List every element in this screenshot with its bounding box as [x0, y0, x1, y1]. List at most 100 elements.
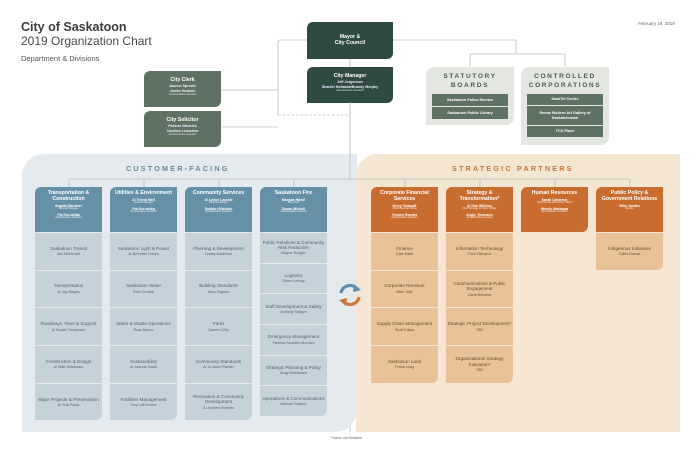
department-assistant-name: Wendy Marlapaz	[540, 206, 569, 211]
division-lead-name: Wayne Rodger	[281, 251, 306, 256]
division-title: Water & Waste Operations	[116, 321, 171, 327]
division-title: Community Standards	[195, 358, 242, 364]
division-lead-name: Russ Munro	[133, 327, 154, 332]
division-title: Recreation & Community Development	[192, 393, 245, 405]
department-title: Human Resources	[531, 190, 578, 196]
controlled-corporations-title-line2: CORPORATIONS	[528, 81, 602, 89]
footnote: *Name not finalized	[331, 436, 363, 440]
department-assistant-role: Administrative Assistant	[205, 210, 232, 213]
division-title: Operations & Communications	[262, 395, 325, 401]
chart-date: February 19, 2019	[638, 21, 675, 26]
city-clerk-name: Joanne Sproule	[169, 84, 196, 88]
department-head-name: Kerry Tarasoff	[392, 203, 417, 208]
division-title: Strategic Project Development*	[447, 321, 512, 327]
city-solicitor-assistant-role: Administrative Assistant	[168, 133, 197, 137]
chart-title: City of Saskatoon	[21, 20, 127, 34]
department-assistant-name: Yvonne Brooks	[391, 212, 418, 217]
division-title: Parks	[212, 321, 225, 327]
department-head-role: Fire Chief	[288, 201, 299, 204]
division-title: Sustainability	[129, 358, 158, 364]
division-lead-name: Reid Corbett	[133, 289, 154, 294]
city-clerk-box: City Clerk Joanne Sproule Janice Hudson …	[144, 71, 221, 107]
department-head-name: Sarah Cameron	[541, 197, 568, 202]
department-head-name: A/ Trevor Bell	[132, 197, 155, 202]
department-assistant-name: Susan Michell	[281, 206, 306, 211]
chart-header: City of Saskatoon 2019 Organization Char…	[21, 20, 152, 63]
division-lead-name: Lesley Anderson	[204, 252, 233, 257]
controlled-corporation-item: Remai Modern Art Gallery of Saskatchewan	[527, 106, 603, 125]
department-title: Transportation & Construction	[47, 190, 90, 202]
chart-section: Department & Divisions	[21, 54, 100, 63]
division-lead-name: Gilles Dorval	[619, 252, 640, 257]
department-head-role: Chief Human Resources Officer	[536, 201, 573, 204]
department-assistant-name: Pia Korushka	[57, 212, 80, 217]
city-solicitor-name: Patricia Warwick	[168, 124, 197, 128]
division-lead-name: A/ Jay Magus	[57, 289, 80, 294]
division-lead-name: TBD	[475, 367, 484, 372]
division-lead-name: A/ Rob Frank	[57, 402, 80, 407]
department-head-name: A/ Dan Willems	[466, 203, 493, 208]
controlled-corporation-item: SaskTel Centre	[527, 94, 603, 105]
division-title: Saskatoon Land	[387, 358, 422, 364]
division-title: Supply Chain Management	[376, 321, 433, 327]
city-solicitor-title: City Solicitor	[166, 117, 199, 123]
department-title: Strategy & Transformation*	[459, 190, 500, 202]
department-title: Community Services	[192, 190, 245, 196]
division-lead-name: TBD	[475, 327, 484, 332]
division-lead-name: Kara Fagnou	[207, 289, 230, 294]
division-lead-name: A/ Jo-Anne Richter	[203, 365, 234, 370]
division-title: Building Standards	[199, 283, 238, 289]
division-box: Public Relations & Community Risk Reduct…	[260, 233, 327, 263]
division-title: Finance	[396, 245, 413, 251]
division-lead-name: A/ Brendan Lemke	[128, 252, 159, 257]
department-head-role: Chief Financial Officer	[392, 206, 417, 210]
division-title: Roadways, Fleet & Support	[40, 321, 97, 327]
division-lead-name: Darren Crilly	[208, 327, 229, 332]
controlled-corporations-title-line1: CONTROLLED	[534, 73, 596, 80]
statutory-boards-title-line2: BOARDS	[450, 81, 490, 89]
controlled-corporations-panel: CONTROLLED CORPORATIONS SaskTel Centre R…	[521, 67, 609, 145]
department-head-box: Strategy & Transformation*A/ Dan Willems…	[446, 187, 513, 232]
department-title: Corporate Financial Services	[380, 190, 429, 202]
division-lead-name: Paul Ottmann	[468, 252, 491, 257]
controlled-corporation-item: TCU Place	[527, 126, 603, 137]
department-assistant-role: Administrative Assistant	[130, 210, 157, 213]
department-assistant-role: Administrative Assistant	[466, 215, 493, 219]
city-clerk-assistant-role: Administrative Assistant	[168, 93, 197, 97]
division-lead-name: Anthony Tataryn	[280, 310, 307, 315]
division-title: Saskatoon Water	[125, 283, 162, 289]
division-box: Strategic Project Development*TBD	[446, 308, 513, 345]
statutory-boards-panel: STATUTORY BOARDS Saskatoon Police Servic…	[426, 67, 514, 125]
division-title: Public Relations & Community Risk Reduct…	[262, 239, 325, 250]
statutory-board-item: Saskatoon Police Service	[432, 94, 508, 106]
department-head-name: Morgan Hackl	[282, 197, 305, 202]
division-title: Organizational Strategy Execution*	[455, 356, 504, 367]
division-lead-name: Jim McDonald	[56, 252, 81, 257]
mayor-council-box: Mayor & City Council	[307, 22, 393, 59]
city-clerk-title: City Clerk	[170, 77, 195, 83]
division-title: Logistics	[284, 272, 303, 278]
department-assistant-name: Angie Thomson	[466, 212, 493, 217]
division-title: Information Technology	[455, 245, 504, 251]
